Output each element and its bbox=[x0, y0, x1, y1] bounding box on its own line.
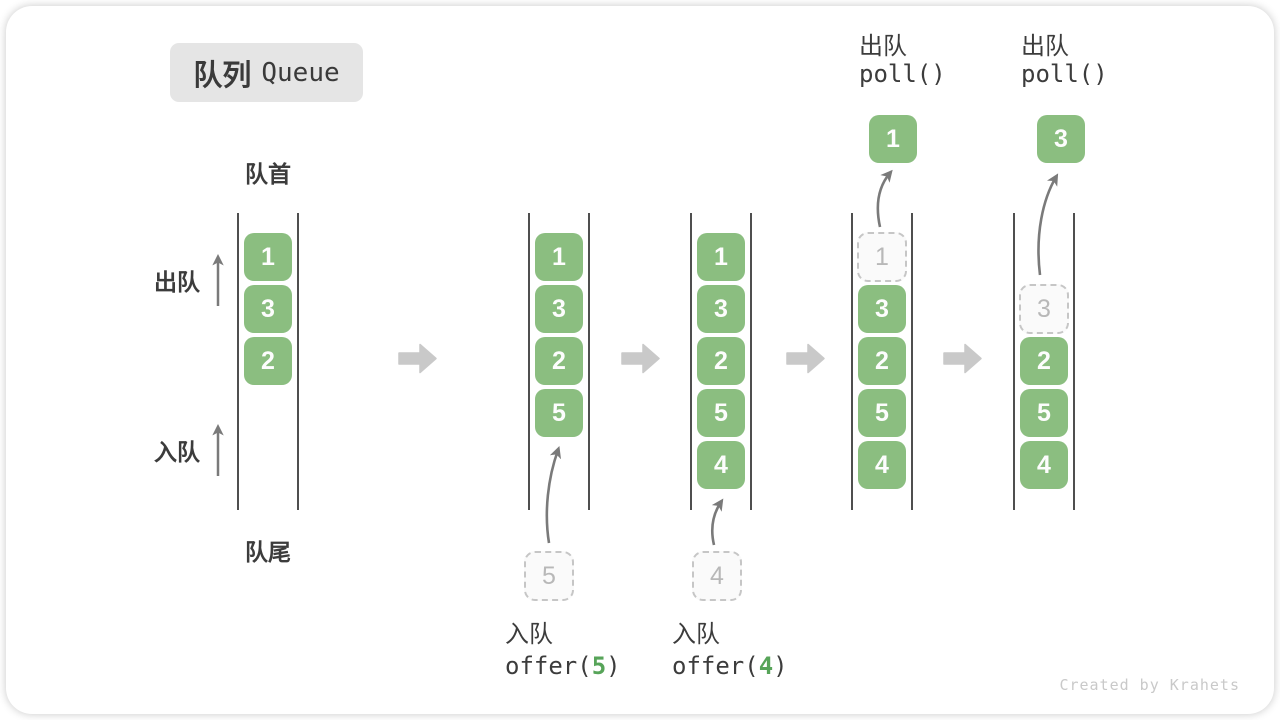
queue-cell: 2 bbox=[244, 337, 292, 385]
title-zh: 队列 bbox=[193, 59, 252, 92]
queue-cell: 3 bbox=[535, 285, 583, 333]
op-code-offer: offer(5) bbox=[505, 652, 621, 680]
op-code-value: 5 bbox=[591, 652, 607, 680]
op-code-text: ) bbox=[773, 652, 788, 680]
op-code-text: offer( bbox=[672, 652, 759, 680]
op-code-text: ) bbox=[606, 652, 621, 680]
queue-cell: 5 bbox=[535, 389, 583, 437]
op-label-enqueue: 入队 bbox=[672, 621, 720, 648]
queue-cell: 2 bbox=[1020, 337, 1068, 385]
op-code-offer: offer(4) bbox=[672, 652, 788, 680]
label-enqueue-side: 入队 bbox=[154, 439, 200, 465]
op-code-text: offer( bbox=[505, 652, 592, 680]
op-code-poll: poll() bbox=[1021, 60, 1108, 88]
op-label-dequeue: 出队 bbox=[1021, 33, 1069, 60]
queue-cell: 2 bbox=[858, 337, 906, 385]
queue-channel bbox=[690, 213, 752, 510]
queue-channel bbox=[851, 213, 913, 510]
pending-cell: 4 bbox=[692, 551, 742, 601]
label-dequeue-side: 出队 bbox=[154, 269, 200, 295]
op-label-dequeue: 出队 bbox=[859, 33, 907, 60]
queue-cell: 4 bbox=[858, 441, 906, 489]
title-badge: 队列 Queue bbox=[170, 43, 363, 102]
queue-cell: 5 bbox=[858, 389, 906, 437]
queue-channel bbox=[528, 213, 590, 510]
pending-cell: 5 bbox=[524, 551, 574, 601]
queue-cell: 4 bbox=[697, 441, 745, 489]
queue-cell: 1 bbox=[697, 233, 745, 281]
polled-cell: 1 bbox=[869, 115, 917, 163]
queue-channel bbox=[1013, 213, 1075, 510]
diagram-card bbox=[6, 6, 1274, 714]
op-code-value: 4 bbox=[758, 652, 774, 680]
queue-cell: 5 bbox=[697, 389, 745, 437]
watermark: Created by Krahets bbox=[1059, 676, 1240, 694]
title-en: Queue bbox=[261, 57, 340, 88]
queue-cell: 3 bbox=[858, 285, 906, 333]
queue-cell: 3 bbox=[244, 285, 292, 333]
op-code-poll: poll() bbox=[859, 60, 946, 88]
op-label-enqueue: 入队 bbox=[505, 621, 553, 648]
polled-cell: 3 bbox=[1037, 115, 1085, 163]
queue-cell-removed: 1 bbox=[857, 232, 907, 282]
queue-cell: 1 bbox=[244, 233, 292, 281]
queue-cell: 2 bbox=[697, 337, 745, 385]
queue-channel bbox=[237, 213, 299, 510]
label-queue-rear: 队尾 bbox=[245, 539, 291, 565]
queue-cell: 1 bbox=[535, 233, 583, 281]
label-queue-front: 队首 bbox=[245, 161, 291, 187]
queue-cell: 4 bbox=[1020, 441, 1068, 489]
queue-cell: 5 bbox=[1020, 389, 1068, 437]
queue-cell: 2 bbox=[535, 337, 583, 385]
queue-cell-removed: 3 bbox=[1019, 284, 1069, 334]
queue-cell: 3 bbox=[697, 285, 745, 333]
